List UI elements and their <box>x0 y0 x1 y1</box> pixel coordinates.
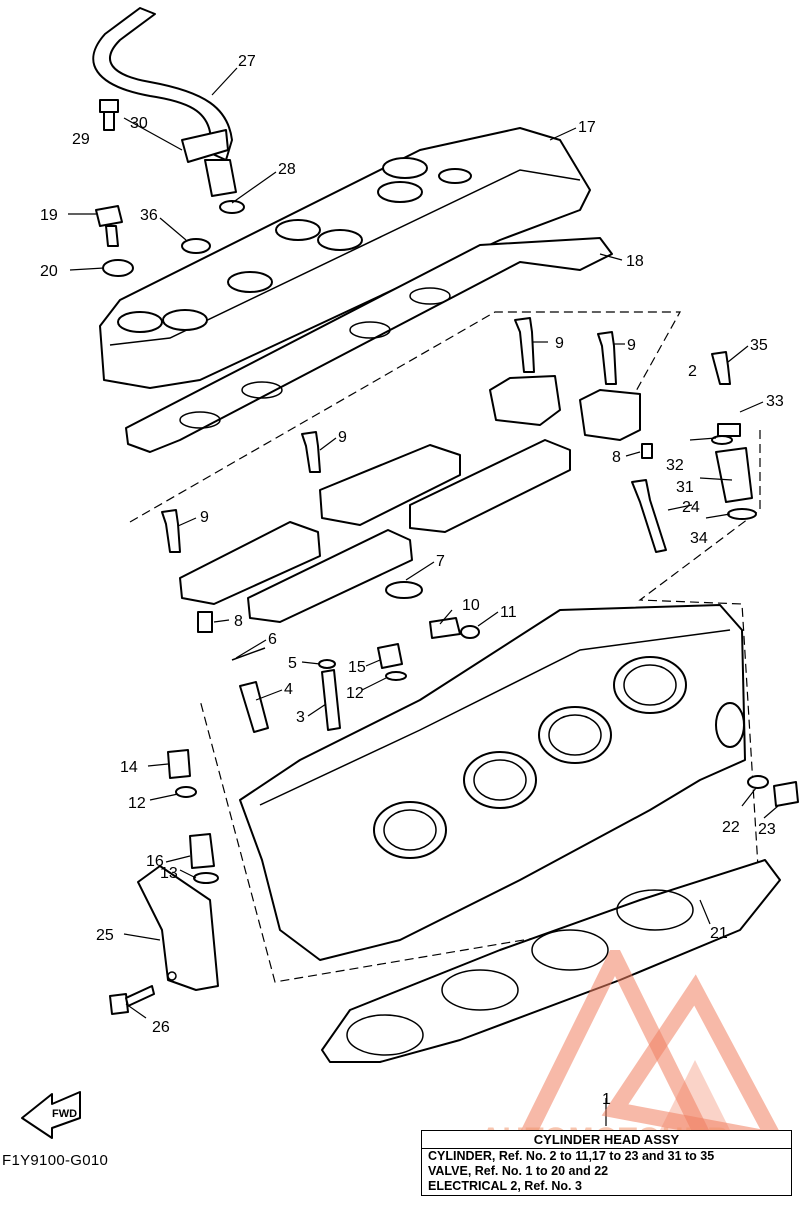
callout-22: 22 <box>722 819 740 836</box>
callout-15: 15 <box>348 659 366 676</box>
callout-6: 6 <box>268 631 277 648</box>
callout-13: 13 <box>160 865 178 882</box>
callout-8-b: 8 <box>234 613 243 630</box>
cylinder-head <box>239 604 746 961</box>
callout-25: 25 <box>96 927 114 944</box>
cylinder-head-cover <box>99 127 591 389</box>
callout-33: 33 <box>766 393 784 410</box>
callout-27: 27 <box>238 53 256 70</box>
caption-line: CYLINDER, Ref. No. 2 to 11,17 to 23 and … <box>428 1149 715 1163</box>
callout-7: 7 <box>436 553 445 570</box>
callout-18: 18 <box>626 253 644 270</box>
fwd-label: FWD <box>52 1108 77 1120</box>
caption-title: CYLINDER HEAD ASSY <box>422 1131 791 1149</box>
callout-35: 35 <box>750 337 768 354</box>
caption-box: CYLINDER HEAD ASSY CYLINDER, Ref. No. 2 … <box>421 1130 792 1196</box>
callout-1: 1 <box>602 1091 611 1108</box>
caption-line: VALVE, Ref. No. 1 to 20 and 22 <box>428 1164 609 1178</box>
callout-30: 30 <box>130 115 148 132</box>
engine-hanger-bracket <box>109 865 219 1015</box>
camshaft-caps <box>179 375 641 623</box>
cover-bolt-parts <box>95 205 211 277</box>
callout-36: 36 <box>140 207 158 224</box>
callout-16: 16 <box>146 853 164 870</box>
callout-5: 5 <box>288 655 297 672</box>
forward-arrow-icon: FWD <box>21 1091 81 1139</box>
callout-9-c: 9 <box>338 429 347 446</box>
cam-sensor-parts <box>641 423 757 520</box>
callout-28: 28 <box>278 161 296 178</box>
callout-23: 23 <box>758 821 776 838</box>
leader-lines <box>68 67 779 1126</box>
valve-parts <box>167 581 480 884</box>
caption-line: ELECTRICAL 2, Ref. No. 3 <box>428 1179 582 1193</box>
callout-3: 3 <box>296 709 305 726</box>
callout-32: 32 <box>666 457 684 474</box>
callout-2: 2 <box>688 363 697 380</box>
callout-14: 14 <box>120 759 138 776</box>
callout-numbers: 27 17 29 30 28 19 36 18 20 9 9 35 2 33 3… <box>40 53 784 1108</box>
callout-8-a: 8 <box>612 449 621 466</box>
figure-code: F1Y9100-G010 <box>2 1152 109 1169</box>
callout-34: 34 <box>690 530 708 547</box>
callout-9-a: 9 <box>555 335 564 352</box>
callout-12-a: 12 <box>346 685 364 702</box>
callout-10: 10 <box>462 597 480 614</box>
callout-4: 4 <box>284 681 293 698</box>
callout-9-d: 9 <box>200 509 209 526</box>
callout-31: 31 <box>676 479 694 496</box>
callout-24: 24 <box>682 499 700 516</box>
callout-9-b: 9 <box>627 337 636 354</box>
cap-bolts <box>161 317 731 553</box>
callout-17: 17 <box>578 119 596 136</box>
callout-11: 11 <box>500 604 517 621</box>
hose-clamp <box>99 99 229 163</box>
callout-19: 19 <box>40 207 58 224</box>
callout-29: 29 <box>72 131 90 148</box>
callout-21: 21 <box>710 925 728 942</box>
callout-20: 20 <box>40 263 58 280</box>
callout-26: 26 <box>152 1019 170 1036</box>
assembly-outline <box>129 311 761 983</box>
callout-12-b: 12 <box>128 795 146 812</box>
head-cover-gasket <box>125 237 613 453</box>
plug-and-washer <box>747 775 799 807</box>
